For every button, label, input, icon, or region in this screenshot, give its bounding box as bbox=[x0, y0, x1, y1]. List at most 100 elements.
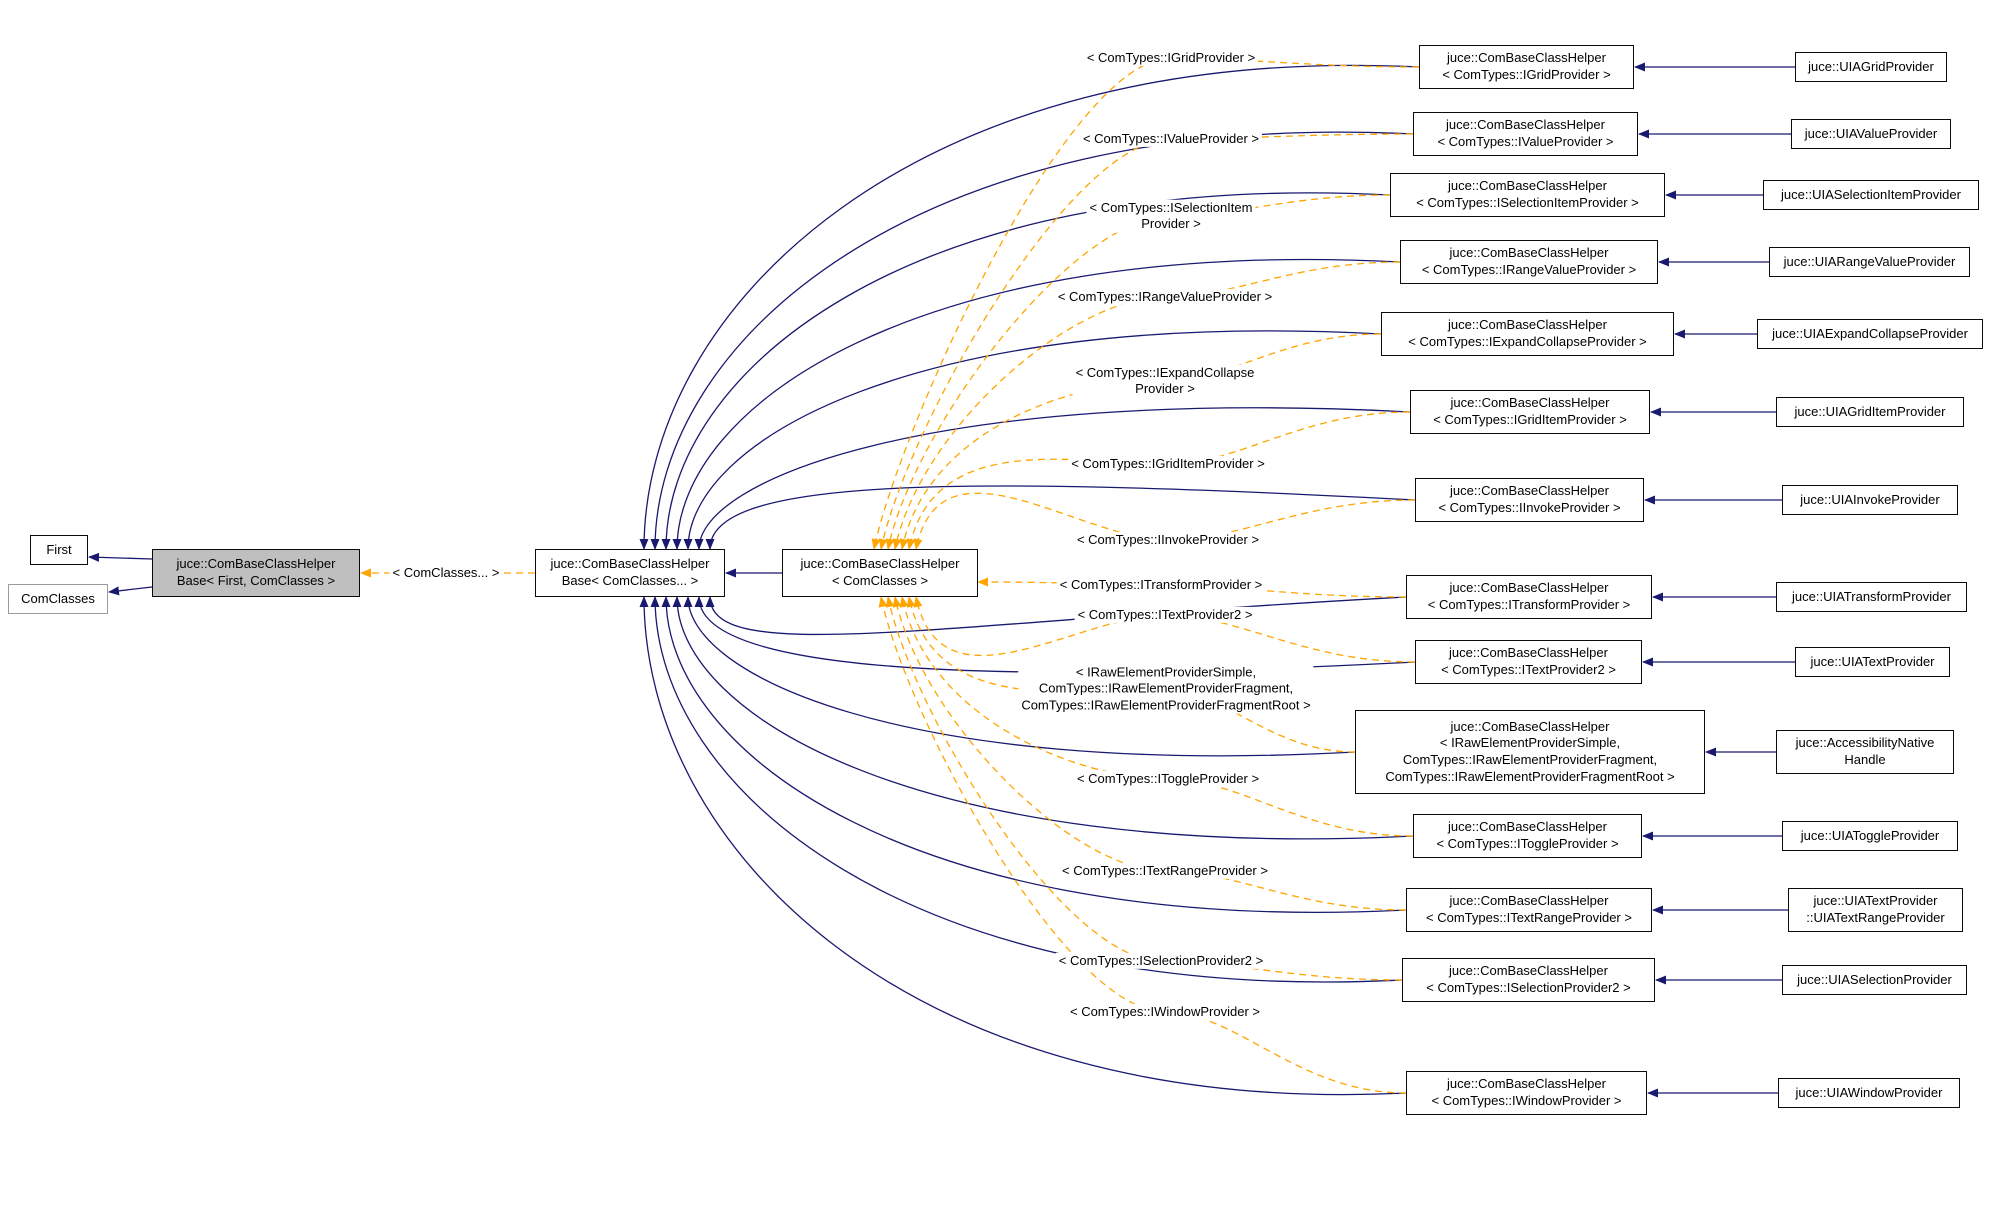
edge-label-l_comclasses: < ComClasses... > bbox=[389, 564, 503, 582]
edge-label-l_textrange: < ComTypes::ITextRangeProvider > bbox=[1059, 862, 1271, 880]
node-h_transform[interactable]: juce::ComBaseClassHelper< ComTypes::ITra… bbox=[1406, 575, 1652, 619]
node-r_grid[interactable]: juce::UIAGridProvider bbox=[1795, 52, 1947, 82]
edge-label-line: < ComTypes::IExpandCollapse bbox=[1075, 364, 1255, 380]
edge-label-line: < ComTypes::IToggleProvider > bbox=[1076, 770, 1260, 786]
edge-label-line: Provider > bbox=[1135, 381, 1195, 396]
node-r_rangevalue[interactable]: juce::UIARangeValueProvider bbox=[1769, 247, 1970, 277]
edge-h_grid-to-helper_generic-template bbox=[871, 57, 1420, 550]
node-label-line: < ComTypes::ISelectionItemProvider > bbox=[1416, 195, 1639, 210]
edge-h_rangevalue-to-helper_generic-template bbox=[892, 261, 1401, 550]
edge-h_expand-to-helper_generic-template bbox=[899, 333, 1382, 550]
edge-label-line: ComTypes::IRawElementProviderFragment, bbox=[1038, 680, 1294, 696]
edge-label-l_value: < ComTypes::IValueProvider > bbox=[1079, 130, 1263, 148]
node-r_invoke[interactable]: juce::UIAInvokeProvider bbox=[1782, 485, 1958, 515]
edge-label-l_griditem: < ComTypes::IGridItemProvider > bbox=[1068, 455, 1268, 473]
node-label-line: < ComTypes::ITextProvider2 > bbox=[1441, 662, 1616, 677]
node-label-line: juce::UIAGridProvider bbox=[1808, 58, 1934, 74]
node-label-line: juce::UIAWindowProvider bbox=[1795, 1084, 1943, 1100]
edge-label-line: < ComTypes::IGridProvider > bbox=[1086, 49, 1256, 65]
node-h_invoke[interactable]: juce::ComBaseClassHelper< ComTypes::IInv… bbox=[1415, 478, 1644, 522]
edge-h_value-to-helper_generic-template bbox=[878, 133, 1414, 550]
node-r_window[interactable]: juce::UIAWindowProvider bbox=[1778, 1078, 1960, 1108]
node-h_sel2[interactable]: juce::ComBaseClassHelper< ComTypes::ISel… bbox=[1402, 958, 1655, 1002]
node-label-line: First bbox=[46, 541, 72, 557]
node-label-line: < ComTypes::ITransformProvider > bbox=[1427, 597, 1631, 612]
node-label-line: < ComTypes::ISelectionProvider2 > bbox=[1426, 980, 1631, 995]
edge-h_sel2-to-helper_generic-template bbox=[885, 596, 1403, 981]
node-r_toggle[interactable]: juce::UIAToggleProvider bbox=[1782, 821, 1958, 851]
node-label-line: juce::ComBaseClassHelper bbox=[1450, 483, 1609, 499]
node-label-line: juce::ComBaseClassHelper bbox=[1447, 1076, 1606, 1092]
node-h_griditem[interactable]: juce::ComBaseClassHelper< ComTypes::IGri… bbox=[1410, 390, 1650, 434]
node-h_value[interactable]: juce::ComBaseClassHelper< ComTypes::IVal… bbox=[1413, 112, 1638, 156]
node-label-line: juce::UIAExpandCollapseProvider bbox=[1772, 325, 1968, 341]
node-label-line: ::UIATextRangeProvider bbox=[1806, 910, 1945, 925]
edge-label-line: < ComTypes::ITextRangeProvider > bbox=[1062, 862, 1268, 878]
node-helper_generic[interactable]: juce::ComBaseClassHelper< ComClasses > bbox=[782, 549, 978, 597]
node-label-line: juce::UIAInvokeProvider bbox=[1800, 491, 1940, 507]
node-label-line: juce::ComBaseClassHelper bbox=[1450, 395, 1610, 411]
edge-label-line: ComTypes::IRawElementProviderFragmentRoo… bbox=[1021, 697, 1311, 713]
node-h_raw[interactable]: juce::ComBaseClassHelper< IRawElementPro… bbox=[1355, 710, 1705, 794]
node-label-line: juce::UIAGridItemProvider bbox=[1794, 403, 1946, 419]
node-label-line: juce::ComBaseClassHelper bbox=[1446, 117, 1605, 133]
edge-label-line: < ComClasses... > bbox=[392, 564, 500, 580]
node-r_text[interactable]: juce::UIATextProvider bbox=[1795, 647, 1950, 677]
node-h_window[interactable]: juce::ComBaseClassHelper< ComTypes::IWin… bbox=[1406, 1071, 1647, 1115]
node-r_sel[interactable]: juce::UIASelectionProvider bbox=[1782, 965, 1967, 995]
node-h_selitem[interactable]: juce::ComBaseClassHelper< ComTypes::ISel… bbox=[1390, 173, 1665, 217]
node-label-line: ComTypes::IRawElementProviderFragmentRoo… bbox=[1385, 768, 1675, 784]
node-h_text2[interactable]: juce::ComBaseClassHelper< ComTypes::ITex… bbox=[1415, 640, 1642, 684]
edge-h_selitem-to-base_variadic-inherit bbox=[661, 192, 1391, 550]
node-label-line: < ComTypes::IWindowProvider > bbox=[1431, 1093, 1622, 1108]
node-h_textrange[interactable]: juce::ComBaseClassHelper< ComTypes::ITex… bbox=[1406, 888, 1652, 932]
node-label-line: juce::ComBaseClassHelper bbox=[1450, 718, 1610, 734]
node-r_expand[interactable]: juce::UIAExpandCollapseProvider bbox=[1757, 319, 1983, 349]
node-label-line: juce::ComBaseClassHelper bbox=[176, 556, 336, 572]
node-label-line: juce::ComBaseClassHelper bbox=[1449, 963, 1608, 979]
node-label-line: juce::ComBaseClassHelper bbox=[1449, 580, 1609, 596]
edge-label-l_raw: < IRawElementProviderSimple,ComTypes::IR… bbox=[1018, 664, 1314, 714]
node-h_grid[interactable]: juce::ComBaseClassHelper< ComTypes::IGri… bbox=[1419, 45, 1634, 89]
edge-label-l_sel2: < ComTypes::ISelectionProvider2 > bbox=[1055, 952, 1267, 970]
node-label-line: Base< First, ComClasses > bbox=[176, 573, 336, 588]
node-h_toggle[interactable]: juce::ComBaseClassHelper< ComTypes::ITog… bbox=[1413, 814, 1642, 858]
edge-h_selitem-to-helper_generic-template bbox=[885, 194, 1391, 550]
node-r_griditem[interactable]: juce::UIAGridItemProvider bbox=[1776, 397, 1964, 427]
edge-label-l_rangevalue: < ComTypes::IRangeValueProvider > bbox=[1054, 288, 1276, 306]
node-label-line: juce::ComBaseClassHelper bbox=[550, 556, 710, 572]
node-r_textrange[interactable]: juce::UIATextProvider::UIATextRangeProvi… bbox=[1788, 888, 1963, 932]
node-comclasses[interactable]: ComClasses bbox=[8, 584, 108, 614]
edge-h_textrange-to-base_variadic-inherit bbox=[661, 596, 1407, 913]
node-label-line: juce::ComBaseClassHelper bbox=[800, 556, 960, 572]
edge-h_invoke-to-base_variadic-inherit bbox=[705, 485, 1416, 550]
edge-label-l_toggle: < ComTypes::IToggleProvider > bbox=[1073, 770, 1263, 788]
node-first[interactable]: First bbox=[30, 535, 88, 565]
node-label-line: juce::ComBaseClassHelper bbox=[1449, 245, 1609, 261]
edge-h_transform-to-base_variadic-inherit bbox=[705, 596, 1407, 636]
node-label-line: juce::UIAValueProvider bbox=[1804, 125, 1938, 141]
node-label-line: < ComTypes::IInvokeProvider > bbox=[1438, 500, 1621, 515]
node-label-line: Base< ComClasses... > bbox=[561, 573, 699, 588]
node-r_selitem[interactable]: juce::UIASelectionItemProvider bbox=[1763, 180, 1979, 210]
edge-label-line: < ComTypes::ISelectionItem bbox=[1089, 199, 1253, 215]
node-label-line: ComClasses bbox=[21, 590, 95, 606]
node-r_transform[interactable]: juce::UIATransformProvider bbox=[1776, 582, 1967, 612]
edge-base_first-to-comclasses-inherit bbox=[108, 586, 153, 596]
node-label-line: juce::ComBaseClassHelper bbox=[1448, 178, 1607, 194]
edge-label-line: < ComTypes::ITextProvider2 > bbox=[1077, 606, 1253, 622]
node-h_rangevalue[interactable]: juce::ComBaseClassHelper< ComTypes::IRan… bbox=[1400, 240, 1658, 284]
node-r_value[interactable]: juce::UIAValueProvider bbox=[1791, 119, 1951, 149]
edge-label-l_text2: < ComTypes::ITextProvider2 > bbox=[1074, 606, 1256, 624]
node-h_expand[interactable]: juce::ComBaseClassHelper< ComTypes::IExp… bbox=[1381, 312, 1674, 356]
node-label-line: < ComTypes::ITextRangeProvider > bbox=[1426, 910, 1632, 925]
edge-label-line: < ComTypes::IRangeValueProvider > bbox=[1057, 288, 1273, 304]
node-label-line: juce::UIAToggleProvider bbox=[1800, 827, 1940, 843]
edge-label-l_invoke: < ComTypes::IInvokeProvider > bbox=[1073, 531, 1263, 549]
node-label-line: juce::AccessibilityNative bbox=[1795, 735, 1935, 751]
